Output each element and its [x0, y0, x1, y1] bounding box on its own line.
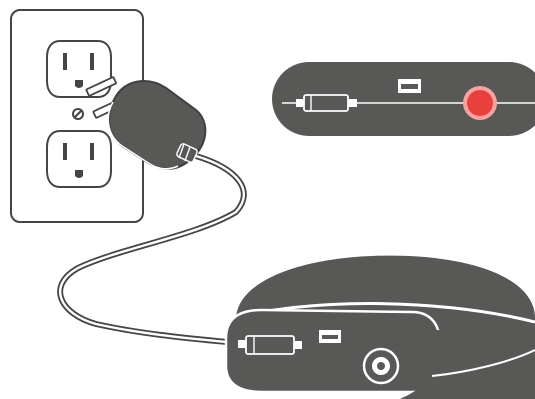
upper-left-slot — [63, 53, 67, 70]
charger-usb-port-icon — [319, 330, 341, 343]
inset-panel — [272, 62, 535, 136]
adapter-cable-boot — [176, 143, 198, 163]
usb-port-icon — [398, 79, 421, 93]
adapter-body-rim — [107, 101, 179, 170]
lower-receptacle-face — [46, 130, 112, 188]
charger-cable-plug-icon — [238, 335, 302, 355]
upper-right-slot — [90, 53, 94, 70]
indicator-light-icon — [463, 86, 497, 120]
lower-right-slot — [90, 143, 94, 160]
wall-outlet-icon — [10, 9, 144, 223]
upper-receptacle — [46, 40, 112, 98]
wall-adapter-icon — [85, 76, 207, 170]
cable-plug-icon — [296, 94, 357, 112]
plate-screw-icon — [72, 108, 84, 120]
charging-cable — [57, 153, 247, 346]
charger-lower-lip — [400, 330, 535, 399]
cable-inner — [58, 154, 246, 345]
adapter-prong-top — [85, 76, 117, 97]
portable-charger-icon — [224, 255, 535, 399]
charger-lower-lip-edge — [431, 349, 535, 377]
power-port-icon — [362, 347, 400, 385]
upper-ground-hole — [75, 80, 83, 88]
lower-left-slot — [63, 143, 67, 160]
port-detail-inset — [272, 62, 535, 136]
lower-receptacle — [46, 130, 112, 188]
lower-ground-hole — [75, 170, 83, 178]
